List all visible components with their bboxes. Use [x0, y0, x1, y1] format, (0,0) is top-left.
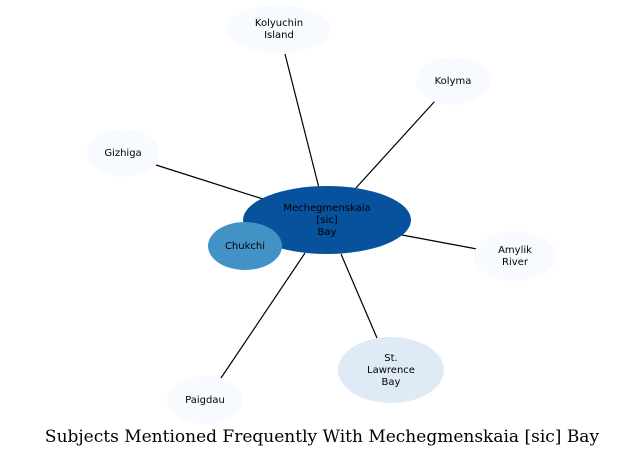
- node-label-center: Bay: [318, 227, 337, 238]
- node-label-center: Mechegmenskaia: [283, 203, 370, 214]
- node-shape-st-lawrence-bay: [338, 337, 444, 403]
- edge-kolyma: [354, 100, 436, 190]
- node-label-amylik-river: Amylik: [498, 245, 532, 256]
- node-label-chukchi: Chukchi: [225, 241, 265, 252]
- node-shape-chukchi: [208, 222, 282, 270]
- node-label-st-lawrence-bay: St.: [384, 353, 397, 364]
- node-shape-center: [243, 186, 411, 254]
- node-label-kolyuchin-island: Island: [264, 30, 294, 41]
- node-paigdau: Paigdau: [167, 376, 243, 424]
- node-center: Mechegmenskaia[sic]Bay: [243, 186, 411, 254]
- edge-paigdau: [220, 252, 306, 379]
- node-label-kolyma: Kolyma: [435, 76, 472, 87]
- node-label-amylik-river: River: [502, 257, 529, 268]
- node-label-kolyuchin-island: Kolyuchin: [255, 18, 303, 29]
- node-shape-paigdau: [167, 376, 243, 424]
- node-label-center: [sic]: [316, 215, 337, 226]
- edge-kolyuchin-island: [284, 53, 320, 189]
- nodes: KolyuchinIslandKolymaGizhigaAmylikRiverS…: [87, 5, 556, 424]
- node-shape-kolyuchin-island: [227, 5, 331, 53]
- node-label-gizhiga: Gizhiga: [104, 148, 141, 159]
- edge-amylik-river: [401, 234, 478, 250]
- node-shape-kolyma: [416, 57, 490, 105]
- node-label-paigdau: Paigdau: [185, 395, 225, 406]
- node-kolyma: Kolyma: [416, 57, 490, 105]
- node-label-st-lawrence-bay: Bay: [382, 377, 401, 388]
- diagram-title: Subjects Mentioned Frequently With Meche…: [44, 427, 600, 447]
- edges: [155, 53, 478, 379]
- edge-st-lawrence-bay: [340, 253, 378, 339]
- edge-gizhiga: [155, 164, 264, 200]
- node-gizhiga: Gizhiga: [87, 129, 159, 177]
- node-shape-gizhiga: [87, 129, 159, 177]
- node-shape-amylik-river: [474, 231, 556, 281]
- node-label-st-lawrence-bay: Lawrence: [367, 365, 415, 376]
- node-chukchi: Chukchi: [208, 222, 282, 270]
